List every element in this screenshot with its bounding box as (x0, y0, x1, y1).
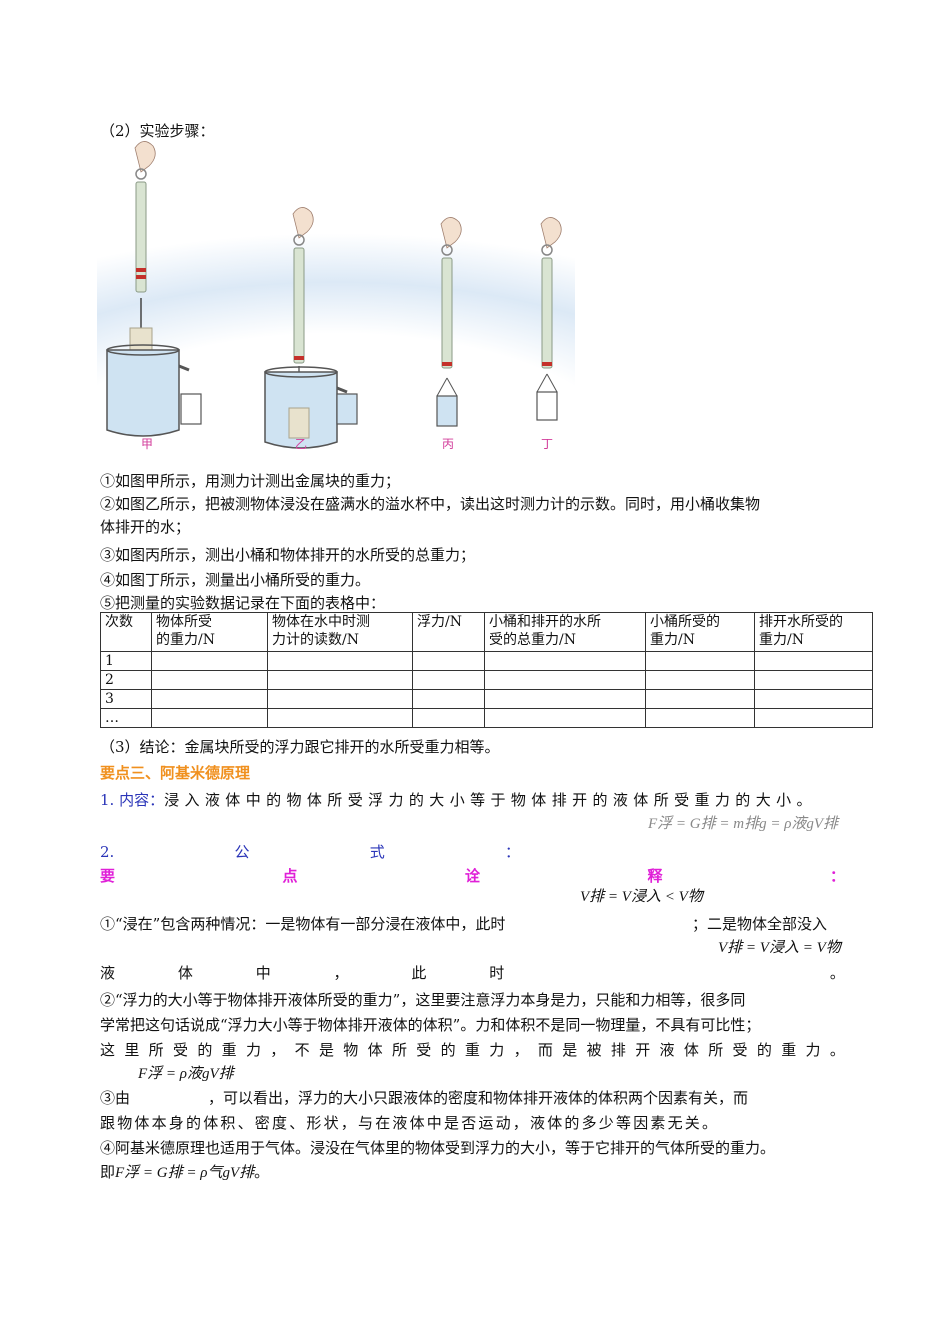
point-1-c: 液 体 中 ， 此 时 。 (100, 964, 845, 982)
figure-label-jia: 甲 (141, 437, 154, 451)
header-cell: 排开水所受的重力/N (754, 612, 873, 652)
point-1-b: ；二是物体全部没入 (692, 915, 828, 933)
step-5: ⑤把测量的实验数据记录在下面的表格中： (100, 594, 386, 612)
header-cell: 物体所受的重力/N (151, 612, 268, 652)
experiment-figure: 甲 乙 丙 丁 (97, 138, 575, 456)
point-2-line-1: ②“浮力的大小等于物体排开液体所受的重力”，这里要注意浮力本身是力，只能和力相等… (100, 991, 746, 1009)
figure-label-bing: 丙 (442, 437, 455, 451)
table-row: … (100, 708, 873, 728)
figure-label-ding: 丁 (541, 437, 554, 451)
small-bucket-icon (180, 393, 202, 425)
header-cell: 小桶和排开的水所受的总重力/N (484, 612, 646, 652)
step-2: ②如图乙所示，把被测物体浸没在盛满水的溢水杯中，读出这时测力计的示数。同时，用小… (100, 495, 761, 513)
data-table: 次数 物体所受的重力/N 物体在水中时测力计的读数/N 浮力/N 小桶和排开的水… (100, 612, 873, 728)
point-4-b: 即F浮 = G排 = ρ气gV排。 (100, 1163, 270, 1181)
header-cell: 浮力/N (412, 612, 485, 652)
point-3-c: 跟物体本身的体积、密度、形状，与在液体中是否运动，液体的多少等因素无关。 (100, 1114, 720, 1132)
header-cell: 小桶所受的重力/N (645, 612, 755, 652)
point-3-b: ，可以看出，浮力的大小只跟液体的密度和物体排开液体的体积两个因素有关，而 (208, 1089, 749, 1107)
header-cell: 物体在水中时测力计的读数/N (267, 612, 413, 652)
formula-label: 2. 公 式 ： (100, 843, 520, 861)
point-3-a: ③由 (100, 1089, 131, 1107)
point-2-line-3: 这里所受的重力，不是物体所受的重力，而是被排开液体所受的重力。 (100, 1041, 845, 1059)
table-row: 3 (100, 689, 873, 709)
table-header-row: 次数 物体所受的重力/N 物体在水中时测力计的读数/N 浮力/N 小桶和排开的水… (100, 612, 873, 652)
formula-full-immersion: V排 = V浸入 = V物 (718, 940, 841, 956)
point-1-a: ①“浸在”包含两种情况：一是物体有一部分浸在液体中，此时 (100, 915, 506, 933)
explain-label: 要 点 诠 释 ： (100, 867, 845, 885)
formula-partial-immersion: V排 = V浸入 < V物 (580, 889, 703, 905)
section-heading: 要点三、阿基米德原理 (100, 764, 251, 782)
step-1: ①如图甲所示，用测力计测出金属块的重力； (100, 472, 401, 490)
step-2-cont: 体排开的水； (100, 518, 191, 536)
content-line: 1. 内容：浸入液体中的物体所受浮力的大小等于物体排开的液体所受重力的大小。 (100, 790, 850, 810)
table-row: 1 (100, 651, 873, 671)
formula-buoyancy: F浮 = ρ液gV排 (138, 1066, 234, 1082)
point-4-a: ④阿基米德原理也适用于气体。浸没在气体里的物体受到浮力的大小，等于它排开的气体所… (100, 1139, 776, 1157)
step-4: ④如图丁所示，测量出小桶所受的重力。 (100, 571, 371, 589)
formula-faded: F浮 = G排 = m排g = ρ液gV排 (648, 816, 839, 832)
conclusion: （3）结论：金属块所受的浮力跟它排开的水所受重力相等。 (100, 738, 500, 756)
content-text: 浸入液体中的物体所受浮力的大小等于物体排开的液体所受重力的大小。 (164, 791, 817, 809)
table-row: 2 (100, 670, 873, 690)
overflow-cup-icon (106, 344, 190, 437)
step-3: ③如图丙所示，测出小桶和物体排开的水所受的总重力； (100, 546, 476, 564)
point-2-line-2: 学常把这句话说成“浮力大小等于物体排开液体的体积”。力和体积不是同一物理量，不具… (100, 1016, 761, 1034)
header-cell: 次数 (100, 612, 152, 652)
figure-label-yi: 乙 (295, 437, 308, 451)
spring-scale-icon (134, 141, 156, 328)
section-2-title: （2）实验步骤： (100, 122, 215, 140)
formula-gas-buoyancy: F浮 = G排 = ρ气gV排 (115, 1165, 255, 1181)
content-label: 1. 内容： (100, 791, 165, 809)
